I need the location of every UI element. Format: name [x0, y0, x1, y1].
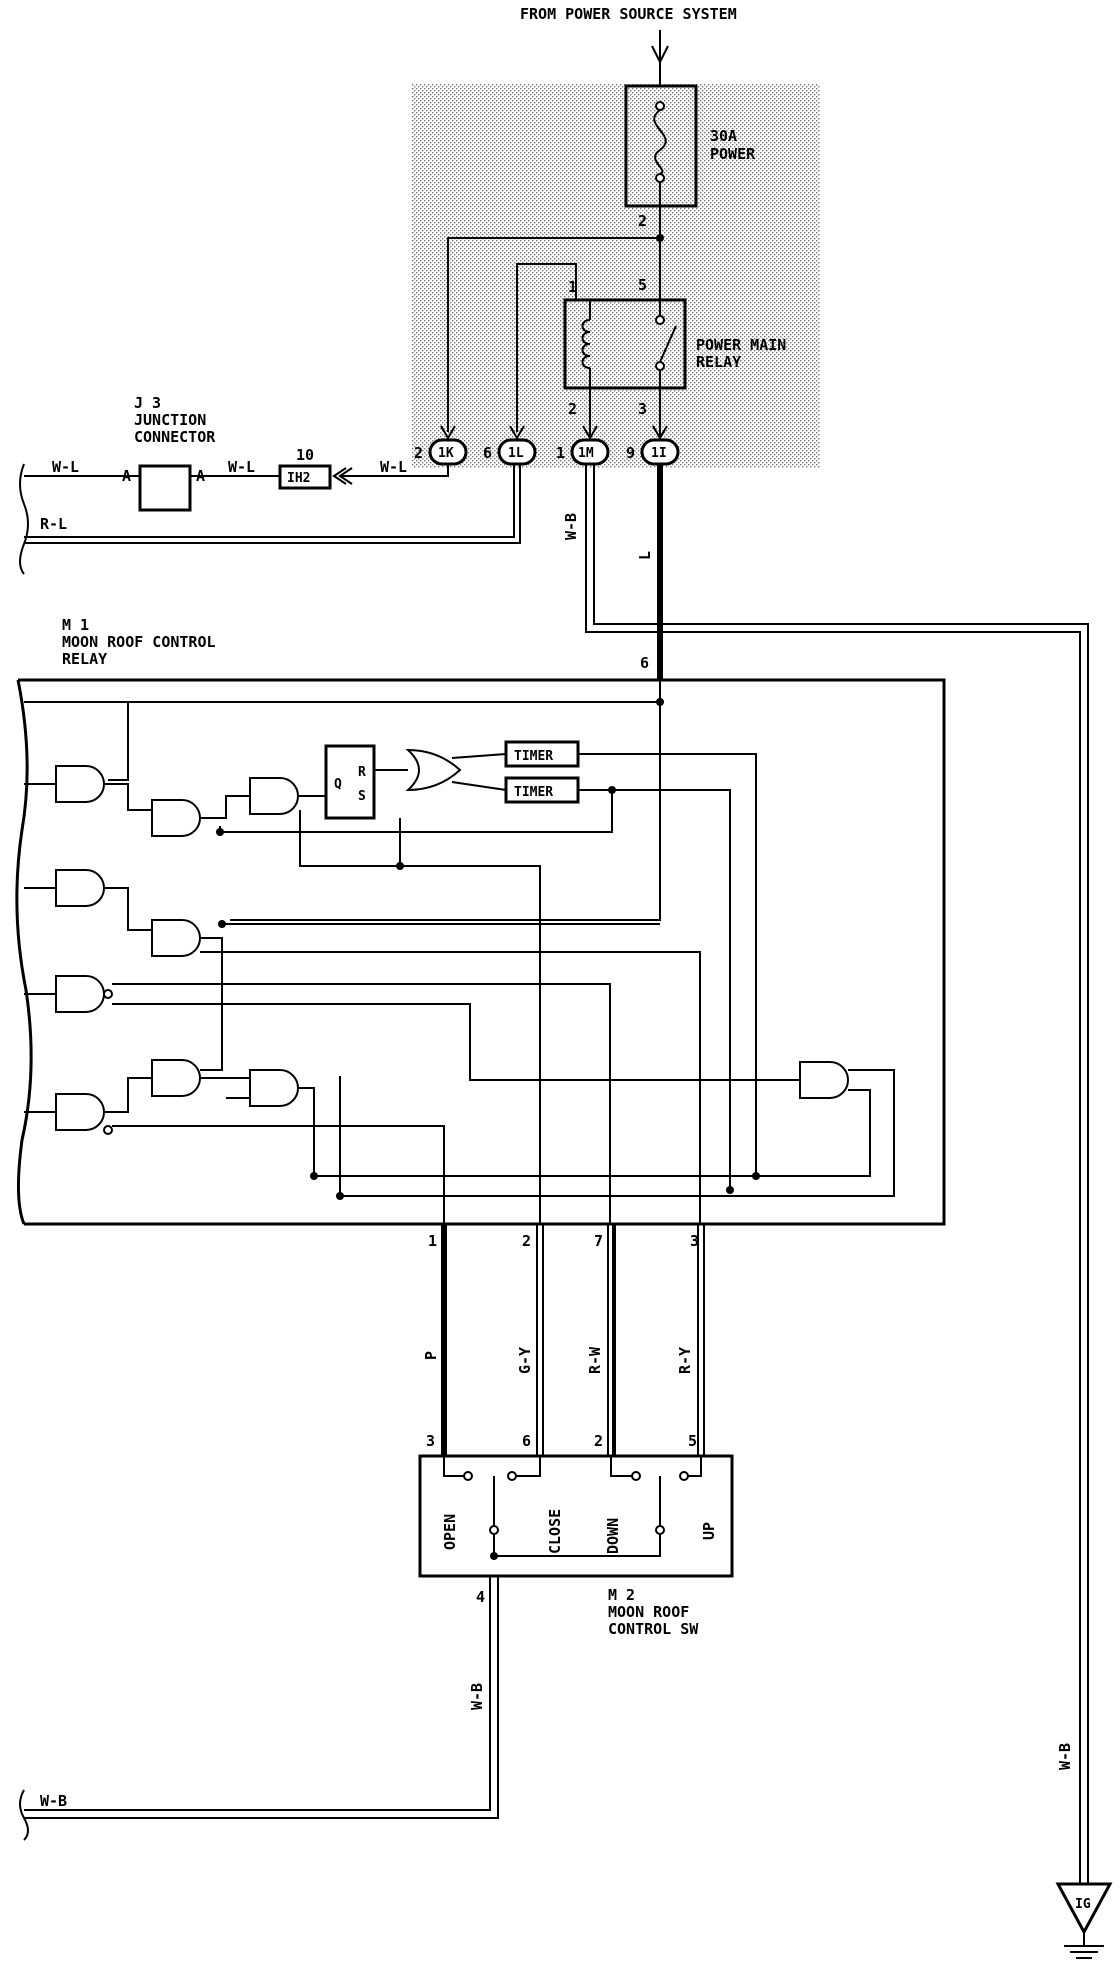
connector-1m: [570, 438, 610, 466]
fuse-pin: 2: [638, 212, 647, 230]
connector-1m-pin: 1: [556, 444, 565, 462]
wire-1l-rl-b: [24, 464, 521, 544]
control-sw-pin-4: 4: [476, 1588, 485, 1606]
wire-1k-to-ih2: [340, 464, 449, 477]
control-sw-name-1: M 2: [608, 1586, 635, 1604]
timer-2-label: TIMER: [514, 785, 553, 800]
connector-1i-code: 1I: [651, 446, 667, 461]
connector-1m-code: 1M: [578, 446, 594, 461]
wire-break-left-bottom: [19, 1789, 29, 1841]
control-sw-name-2: MOON ROOF: [608, 1603, 689, 1621]
power-main-relay: [563, 282, 687, 390]
control-sw-pin-2: 2: [594, 1432, 603, 1450]
wire-to-1k: [447, 237, 660, 432]
control-relay-pin-1: 1: [428, 1232, 437, 1250]
relay-pin-2: 2: [568, 400, 577, 418]
switch-open-label: OPEN: [441, 1514, 459, 1550]
wire-label-wb-sw: W-B: [468, 1683, 486, 1710]
wire-label-rw: R-W: [586, 1346, 604, 1374]
wire-wb-ground-a: [585, 464, 1081, 1884]
relay-name-2: RELAY: [696, 353, 741, 371]
relay-pin-1: 1: [568, 278, 577, 296]
moon-roof-control-switch: [418, 1454, 734, 1578]
wire-label-ry: R-Y: [676, 1347, 694, 1374]
wire-label-p: P: [422, 1351, 440, 1360]
flipflop-s: S: [358, 789, 366, 804]
ground-code: IG: [1075, 1897, 1091, 1912]
flipflop-r: R: [358, 765, 366, 780]
wire-sw-wb-a: [24, 1576, 491, 1811]
connector-ih2-code: IH2: [287, 471, 310, 486]
wire-label-gy: G-Y: [516, 1347, 534, 1374]
flipflop-q: Q: [334, 777, 342, 792]
control-relay-pin-7: 7: [594, 1232, 603, 1250]
relay-name-1: POWER MAIN: [696, 336, 786, 354]
control-sw-pin-6: 6: [522, 1432, 531, 1450]
connector-1k-pin: 2: [414, 444, 423, 462]
control-sw-pin-5: 5: [688, 1432, 697, 1450]
wire-label-wb-ground: W-B: [1056, 1743, 1074, 1770]
relay-pin-5: 5: [638, 276, 647, 294]
wire-break-left-top: [19, 463, 29, 575]
switch-close-label: CLOSE: [546, 1509, 564, 1554]
wire-sw-wb-b: [24, 1576, 499, 1819]
control-relay-name-1: M 1: [62, 616, 89, 634]
control-relay-pin-2: 2: [522, 1232, 531, 1250]
switch-up-label: UP: [700, 1522, 718, 1540]
ground-symbol: [1055, 1882, 1113, 1959]
junction-pin-a-right: A: [196, 467, 205, 485]
control-relay-pin-6: 6: [640, 654, 649, 672]
moon-roof-control-relay: [15, 678, 946, 1226]
ih2-arrows: [332, 467, 353, 485]
connector-1k-code: 1K: [438, 446, 454, 461]
wire-label-wb-top: W-B: [562, 513, 580, 540]
wire-label-wl-mid: W-L: [228, 458, 255, 476]
timer-1-label: TIMER: [514, 749, 553, 764]
relay-pin-3: 3: [638, 400, 647, 418]
junction-name-1: J 3: [134, 394, 161, 412]
junction-connector-j3: [138, 464, 192, 512]
wire-to-1l: [516, 263, 577, 432]
connector-1l-code: 1L: [508, 446, 524, 461]
wire-1l-rl-a: [24, 464, 515, 538]
control-relay-name-3: RELAY: [62, 650, 107, 668]
source-label: FROM POWER SOURCE SYSTEM: [520, 5, 737, 23]
wire-label-rl: R-L: [40, 515, 67, 533]
connector-1l-pin: 6: [483, 444, 492, 462]
source-arrow: [651, 30, 669, 86]
control-sw-pin-3: 3: [426, 1432, 435, 1450]
junction-block-area: [412, 84, 820, 468]
connector-1l: [497, 438, 537, 466]
control-relay-logic: [24, 680, 895, 1224]
control-sw-name-3: CONTROL SW: [608, 1620, 699, 1638]
fuse-name: POWER: [710, 145, 756, 163]
control-relay-pin-3: 3: [690, 1232, 699, 1250]
wire-label-wl-right: W-L: [380, 458, 407, 476]
switch-down-label: DOWN: [604, 1518, 622, 1554]
control-relay-name-2: MOON ROOF CONTROL: [62, 633, 216, 651]
junction-name-2: JUNCTION: [134, 411, 206, 429]
wire-label-wb-left: W-B: [40, 1792, 67, 1810]
connector-1i-pin: 9: [626, 444, 635, 462]
wire-label-l: L: [636, 551, 654, 560]
wire-label-wl-left: W-L: [52, 458, 79, 476]
connector-arrows: [440, 425, 668, 440]
connector-ih2-pin: 10: [296, 446, 314, 464]
fuse-rating: 30A: [710, 127, 737, 145]
wire-wb-ground-b: [593, 464, 1089, 1884]
junction-name-3: CONNECTOR: [134, 428, 216, 446]
